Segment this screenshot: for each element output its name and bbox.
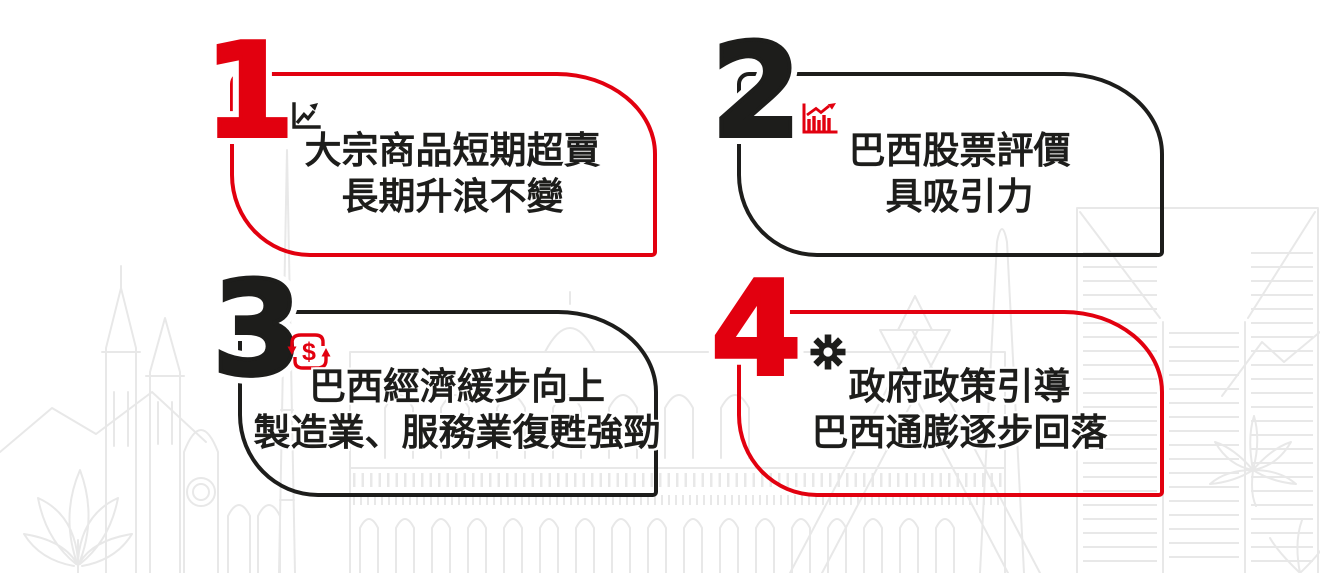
card-1: 1 1 大宗商品短期超賣 長期升浪不變 (196, 18, 657, 257)
card-4: 4 4 政府政策引導 巴西通膨逐步回落 (703, 256, 1164, 497)
card-3-line-2: 製造業、服務業復甦強勁 (253, 411, 661, 453)
card-4-text: 政府政策引導 巴西通膨逐步回落 (812, 352, 1108, 456)
card-4-line-1: 政府政策引導 (848, 365, 1071, 407)
card-1-line-1: 大宗商品短期超賣 (304, 129, 601, 171)
card-2-line-1: 巴西股票評價 (848, 129, 1071, 171)
gear-icon (809, 333, 847, 371)
card-4-line-2: 巴西通膨逐步回落 (811, 411, 1108, 453)
card-3: 3 3 $ 巴西經濟緩步向上 製造業、服務業復甦強勁 (204, 256, 661, 497)
number-value: 4 (709, 253, 803, 405)
currency-cycle-icon: $ (286, 331, 332, 372)
bar-chart-growth-icon (801, 102, 838, 135)
number-halo: 3 (204, 253, 311, 405)
card-3-text: 巴西經濟緩步向上 製造業、服務業復甦強勁 (254, 352, 661, 456)
card-2: 2 2 巴西股票評價 具吸引力 (703, 18, 1164, 257)
number-halo: 2 (703, 15, 810, 167)
number-value: 2 (709, 15, 803, 167)
mountain-left (0, 391, 207, 453)
number-halo: 4 (703, 253, 810, 405)
line-chart-up-arrow-icon (290, 99, 322, 130)
number-halo: 1 (196, 15, 303, 167)
card-2-line-2: 具吸引力 (885, 175, 1034, 217)
card-2-number-badge: 2 2 (703, 15, 810, 167)
card-1-line-2: 長期升浪不變 (341, 175, 564, 217)
number-value: 1 (202, 15, 296, 167)
card-4-number-badge: 4 4 (703, 253, 810, 405)
card-3-line-1: 巴西經濟緩步向上 (309, 365, 605, 407)
card-3-number-badge: 3 3 (204, 253, 311, 405)
dollar-symbol: $ (302, 338, 316, 366)
card-1-number-badge: 1 1 (196, 15, 303, 167)
number-value: 3 (210, 253, 304, 405)
card-2-text: 巴西股票評價 具吸引力 (849, 110, 1071, 220)
card-1-text: 大宗商品短期超賣 長期升浪不變 (305, 110, 601, 220)
